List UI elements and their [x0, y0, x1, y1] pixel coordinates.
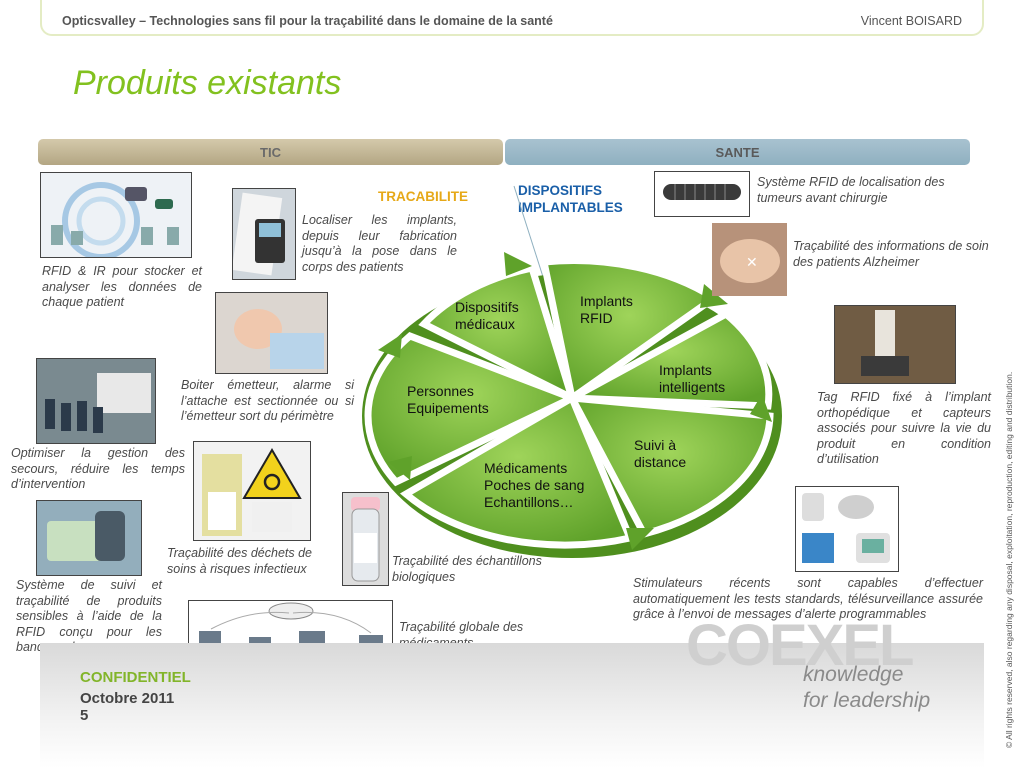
tagline-line-1: knowledge	[803, 663, 904, 686]
caption-localiser: Localiser les implants, depuis leur fabr…	[302, 213, 457, 274]
hand-implant-image: ✕	[712, 223, 787, 296]
wheel-label-suivi: Suivi à distance	[634, 437, 687, 470]
confidential-label: CONFIDENTIEL	[80, 669, 191, 686]
wheel-label-implants-intelligents: Implants intelligents	[659, 362, 726, 395]
slide-title: Produits existants	[73, 64, 342, 102]
caption-alzheimer: Traçabilité des informations de soin des…	[793, 239, 989, 269]
stimulator-devices-image	[795, 486, 899, 572]
product-wheel	[362, 252, 782, 558]
company-logo: COEXEL	[686, 613, 914, 678]
segment-implants-intelligents	[559, 309, 773, 410]
header-author: Vincent BOISARD	[860, 14, 962, 28]
caption-echantillons: Traçabilité des échantillons biologiques	[392, 554, 542, 584]
caption-orthopedique: Tag RFID fixé à l’implant orthopédique e…	[817, 390, 991, 466]
tagline-line-2: for leadership	[803, 689, 931, 712]
hazard-bin-image	[193, 441, 311, 541]
wheel-label-dispositifs: Dispositifs médicaux	[455, 299, 519, 332]
footer-date: Octobre 2011	[80, 690, 175, 707]
segment-medicaments	[399, 392, 635, 549]
segment-dispositifs	[418, 263, 578, 405]
page-number: 5	[80, 707, 89, 724]
section-tic: TIC	[38, 139, 503, 165]
segment-implants-rfid	[539, 257, 721, 404]
segment-suivi	[565, 393, 774, 539]
sample-tube-image	[342, 492, 389, 586]
footer-band	[40, 643, 984, 768]
blood-bank-scanner-image	[36, 500, 142, 576]
implant-packaging-image	[232, 188, 296, 280]
wheel-label-implants-rfid: Implants RFID	[580, 293, 633, 326]
caption-tumeurs: Système RFID de localisation des tumeurs…	[757, 175, 945, 205]
tumor-tag-image	[654, 171, 750, 217]
caption-boiter: Boiter émetteur, alarme si l’attache est…	[181, 378, 354, 423]
caption-secours: Optimiser la gestion des secours, réduir…	[11, 446, 185, 491]
tagline: knowledge for leadership	[803, 662, 930, 714]
divider-line	[513, 185, 545, 281]
orthopedic-test-image	[834, 305, 956, 384]
svg-text:✕: ✕	[746, 255, 758, 271]
copyright-notice: © All rights reserved, also regarding an…	[1004, 371, 1014, 748]
rfid-ir-diagram-image	[40, 172, 192, 258]
category-tracabilite: TRACABILITE	[378, 189, 468, 204]
caption-dechets: Traçabilité des déchets de soins à risqu…	[167, 546, 312, 576]
section-sante: SANTE	[505, 139, 970, 165]
header-frame	[40, 0, 984, 36]
wheel-label-medicaments: Médicaments Poches de sang Echantillons…	[484, 460, 585, 510]
rescue-team-image	[36, 358, 156, 444]
wheel-label-personnes: Personnes Equipements	[407, 383, 489, 416]
category-dispositifs: DISPOSITIFS IMPLANTABLES	[518, 183, 623, 215]
footer-date-block: Octobre 2011 5	[80, 690, 174, 724]
caption-stimulateurs: Stimulateurs récents sont capables d’eff…	[633, 576, 983, 621]
caption-rfid-ir: RFID & IR pour stocker et analyser les d…	[42, 264, 202, 309]
newborn-image	[215, 292, 328, 374]
header-title: Opticsvalley – Technologies sans fil pou…	[62, 14, 553, 28]
